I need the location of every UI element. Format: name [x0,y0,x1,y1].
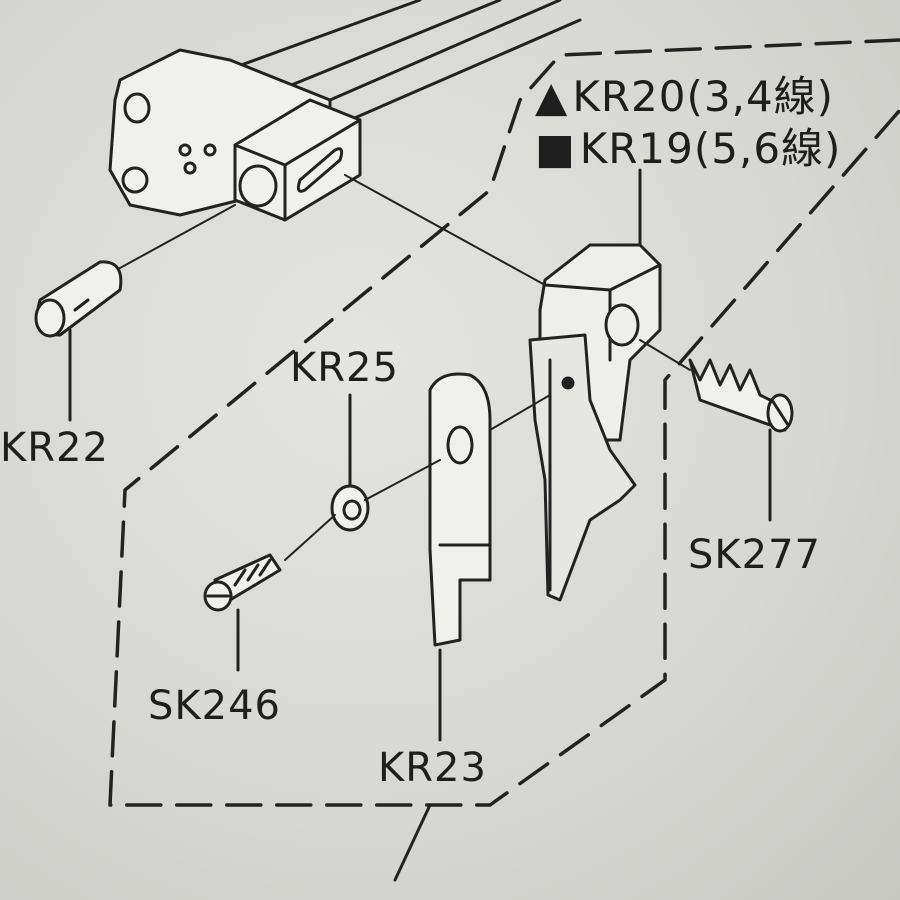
bracket-block [108,48,362,222]
plate-kr23 [428,372,551,742]
legend-text: KR19(5,6線) [579,124,842,173]
legend-item-kr20: ▲KR20(3,4線) [535,76,834,118]
looper-blade [528,333,637,602]
label-sk246: SK246 [148,683,281,729]
pin-kr22 [34,260,123,422]
label-kr22: KR22 [0,425,109,471]
washer-kr25 [330,393,441,532]
triangle-marker-icon: ▲ [535,72,569,121]
legend-item-kr19: ■KR19(5,6線) [535,128,841,170]
label-kr25: KR25 [290,345,399,391]
label-sk277: SK277 [688,532,821,578]
square-marker-icon: ■ [535,124,576,173]
screw-sk277 [639,339,794,522]
label-kr23: KR23 [378,745,487,791]
legend-text: KR20(3,4線) [572,72,835,121]
screw-sk246 [203,514,336,672]
assembly-boundary [108,38,900,807]
